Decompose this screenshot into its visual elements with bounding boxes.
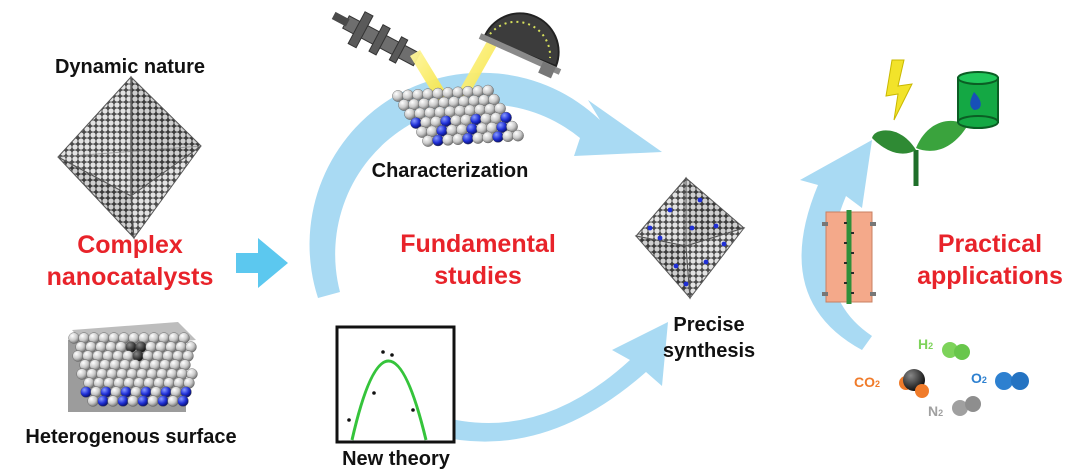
detector-dome-icon [478, 12, 562, 79]
title-line: applications [917, 262, 1063, 290]
new-theory-label: New theory [342, 448, 450, 470]
o2-label: O2 [971, 370, 987, 386]
atom [502, 130, 514, 142]
co2-label: CO2 [854, 374, 881, 390]
title-line: Fundamental [400, 230, 556, 258]
atom [482, 131, 494, 144]
atom [72, 350, 84, 362]
fuel-barrel-icon [957, 71, 999, 129]
practical-applications-title: Practical applications [905, 228, 1075, 292]
atom [442, 133, 454, 146]
cycle-arrow-top [309, 72, 662, 298]
probe-gun-icon [331, 11, 421, 67]
title-line: Complex [77, 231, 183, 259]
atom [157, 395, 169, 407]
atom [127, 395, 139, 407]
atom [512, 129, 524, 142]
octahedron-icon [57, 75, 202, 240]
characterization-label: Characterization [371, 160, 529, 182]
surface-slab-icon [68, 322, 198, 412]
entry-arrow-icon [236, 238, 288, 288]
atom [117, 395, 129, 407]
h2-label: H2 [918, 336, 934, 352]
atom [422, 135, 434, 147]
cycle-arrow-bottom [364, 322, 668, 442]
label-line: Precise [673, 314, 745, 336]
atom [167, 395, 179, 407]
atom [68, 332, 80, 344]
heterogenous-surface-label: Heterogenous surface [25, 426, 237, 448]
precise-synthesis-label: Precise synthesis [654, 312, 764, 364]
label-line: synthesis [662, 340, 756, 362]
sample-slab-icon [392, 84, 524, 147]
atom [97, 395, 109, 407]
title-line: Practical [937, 230, 1043, 258]
title-line: studies [434, 262, 522, 290]
n2-label: N2 [928, 403, 944, 419]
molecule-icon [899, 342, 1029, 416]
atom [472, 132, 484, 144]
atom [492, 130, 504, 143]
atom [147, 395, 159, 407]
atom [452, 133, 464, 145]
emission-beam [456, 36, 500, 100]
complex-nanocatalysts-title: Complex nanocatalysts [30, 229, 230, 293]
lightning-icon [885, 59, 913, 121]
atom [432, 134, 444, 147]
membrane-icon [822, 210, 876, 304]
atom [462, 132, 474, 145]
atom [80, 386, 92, 398]
synthesis-octahedron-icon [634, 176, 746, 300]
atom [76, 368, 88, 380]
graph-icon [335, 325, 456, 444]
atom [87, 395, 99, 407]
dynamic-nature-label: Dynamic nature [54, 56, 206, 78]
atom [107, 395, 119, 407]
seedling-icon [872, 120, 966, 186]
title-line: nanocatalysts [46, 263, 214, 291]
atom [137, 395, 149, 407]
atom [177, 395, 189, 407]
fundamental-studies-title: Fundamental studies [388, 228, 568, 292]
applications-arrow [800, 140, 872, 350]
